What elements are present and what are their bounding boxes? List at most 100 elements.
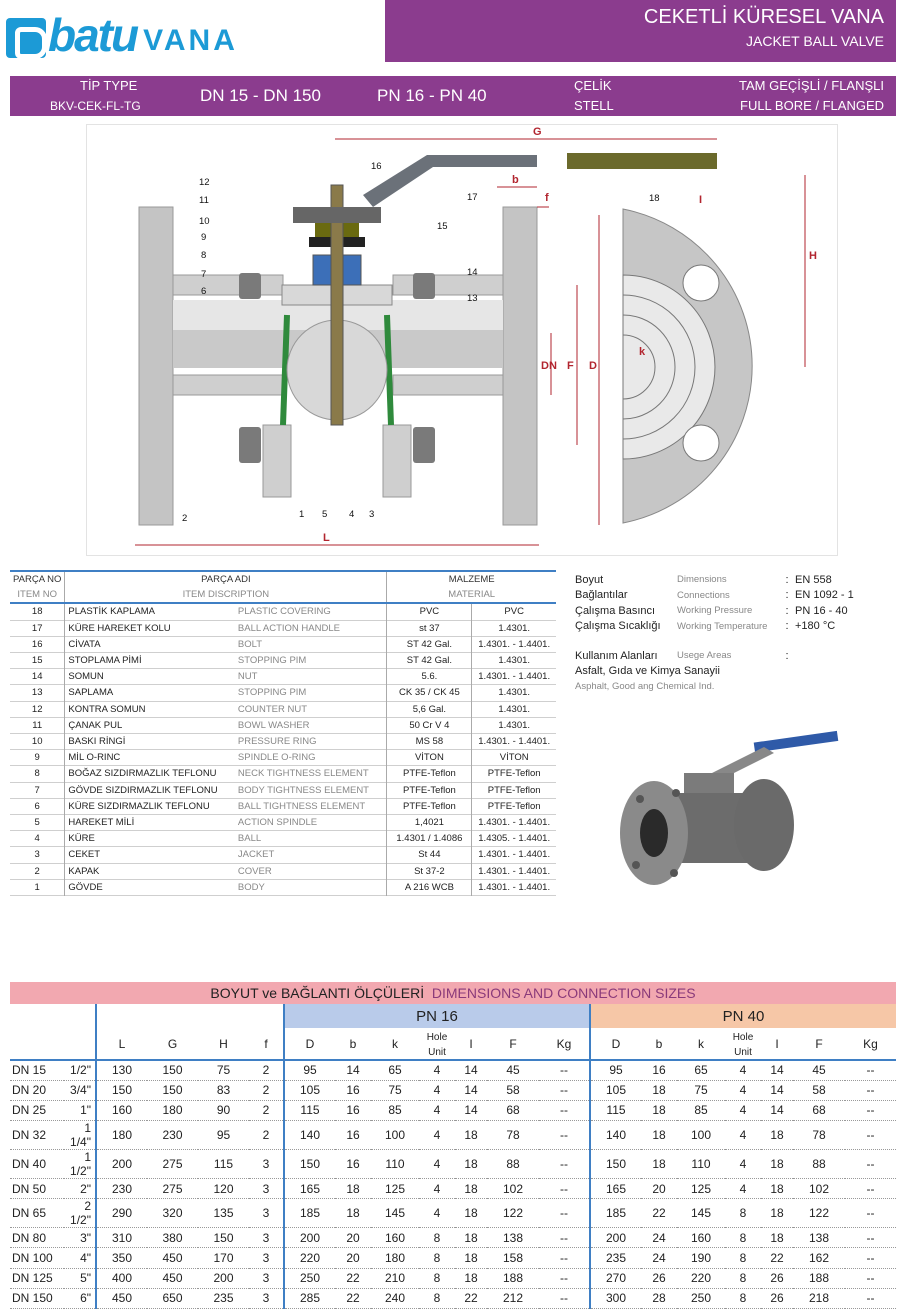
dims-cell: --	[560, 1157, 568, 1172]
info-tr: Boyut	[575, 573, 604, 586]
dims-cell: 180	[162, 1103, 183, 1118]
dims-cell: 122	[502, 1206, 524, 1221]
usage-label: Kullanım Alanları	[575, 649, 658, 662]
dims-cell: 380	[162, 1230, 183, 1245]
material-tr: ÇELİK	[574, 78, 612, 93]
parts-cell-en: PRESSURE RING	[234, 733, 388, 750]
dims-col-header: Hole Unit	[419, 1028, 455, 1061]
info-tr: Çalışma Sıcaklığı	[575, 620, 661, 633]
parts-cell-m1: 5,6 Gal.	[386, 701, 473, 718]
dims-cell: 3	[262, 1181, 270, 1196]
dims-cell: 185	[283, 1198, 335, 1228]
info-en: Dimensions	[677, 574, 727, 586]
right-flange	[502, 206, 538, 526]
parts-cell-m2: 1.4301. - 1.4401.	[478, 638, 551, 650]
logo-text: batu	[48, 9, 139, 61]
dims-col-header: Kg	[539, 1028, 590, 1061]
valve-photo-illustration	[614, 730, 839, 891]
dims-cell: 78	[506, 1128, 520, 1143]
dims-cell: 220	[690, 1271, 712, 1286]
parts-cell-en: COVER	[234, 863, 388, 880]
parts-cell-no: 9	[10, 749, 66, 766]
parts-cell-tr: SOMUN	[68, 671, 104, 683]
dims-cell: 8	[433, 1271, 441, 1286]
dims-cell: 65	[388, 1063, 402, 1078]
parts-cell-m1: PVC	[386, 603, 473, 621]
dims-cell: 8	[739, 1251, 747, 1266]
dims-cell: 90	[216, 1103, 231, 1118]
dims-cell: 26	[652, 1271, 666, 1286]
dims-cell: 22	[346, 1271, 360, 1286]
part-num: 7	[201, 269, 206, 280]
dims-cell: 28	[652, 1291, 666, 1306]
parts-cell-m1: ST 42 Gal.	[386, 652, 473, 669]
parts-cell-m1: PTFE-Teflon	[386, 782, 473, 799]
dims-cell: 300	[589, 1288, 641, 1309]
dims-dn: DN 40	[12, 1157, 47, 1172]
dims-cell: 18	[464, 1251, 478, 1266]
dims-cell: 16	[652, 1063, 666, 1078]
parts-cell-tr: SAPLAMA	[68, 687, 114, 699]
dims-cell: 22	[464, 1291, 478, 1306]
logo-mark	[6, 18, 47, 59]
dims-cell: 58	[506, 1083, 520, 1098]
parts-cell-en: STOPPING PIM	[234, 684, 388, 702]
dims-cell: 135	[213, 1206, 234, 1221]
dims-cell: 20	[652, 1181, 666, 1196]
dims-col-header: b	[335, 1028, 371, 1061]
dims-cell: 162	[808, 1251, 830, 1266]
dims-cell: --	[560, 1271, 568, 1286]
dims-cell: 4	[739, 1157, 747, 1172]
parts-cell-m1: 1,4021	[386, 814, 473, 831]
dims-cell: 4	[739, 1128, 747, 1143]
dims-dn: DN 65	[12, 1206, 47, 1221]
dims-cell: 140	[589, 1120, 641, 1150]
dims-cell: 85	[388, 1103, 402, 1118]
dims-cell: 120	[213, 1181, 234, 1196]
bolt-hole-top	[682, 264, 720, 302]
dims-cell: 68	[812, 1103, 826, 1118]
parts-cell-tr: KÜRE HAREKET KOLU	[68, 622, 171, 634]
dims-cell: 14	[770, 1083, 784, 1098]
dims-cell: 200	[589, 1227, 641, 1248]
parts-cell-m2: PTFE-Teflon	[487, 800, 541, 812]
dims-cell: --	[866, 1103, 875, 1118]
dims-cell: 4	[433, 1063, 441, 1078]
left-body-top	[172, 274, 284, 296]
dims-cell: 18	[346, 1181, 360, 1196]
parts-cell-no: 10	[10, 733, 66, 750]
dims-cell: 85	[694, 1103, 708, 1118]
dims-cell: 8	[739, 1206, 747, 1221]
parts-cell-en: STOPPING PIM	[234, 652, 388, 669]
parts-cell-en: BOWL WASHER	[234, 717, 388, 734]
dims-cell: 150	[283, 1149, 335, 1179]
dims-cell: 18	[652, 1128, 666, 1143]
dims-cell: 22	[346, 1291, 360, 1306]
dims-cell: 165	[589, 1178, 641, 1199]
pn-range: PN 16 - PN 40	[377, 86, 487, 105]
jacket-walls	[280, 314, 394, 426]
dims-cell: 4	[739, 1063, 747, 1078]
dims-inch: 1/2"	[70, 1063, 91, 1078]
dims-cell: 115	[283, 1100, 335, 1121]
dimensions-title: BOYUT ve BAĞLANTI ÖLÇÜLERİ DIMENSIONS AN…	[10, 982, 896, 1004]
parts-cell-no: 13	[10, 684, 66, 702]
dims-cell: 18	[652, 1083, 666, 1098]
dims-dn: DN 100	[12, 1251, 53, 1266]
dims-cell: 3	[262, 1291, 270, 1306]
parts-cell-m2: 1.4301.	[498, 655, 531, 667]
dims-cell: 165	[283, 1178, 335, 1199]
bolt-left-top	[239, 273, 261, 299]
parts-cell-m1: st 37	[386, 620, 473, 637]
dims-inch: 3/4"	[70, 1083, 91, 1098]
parts-cell-en: ACTION SPINDLE	[234, 814, 388, 831]
dim-label-h: H	[809, 250, 817, 262]
info-en: Working Temperature	[677, 620, 768, 632]
